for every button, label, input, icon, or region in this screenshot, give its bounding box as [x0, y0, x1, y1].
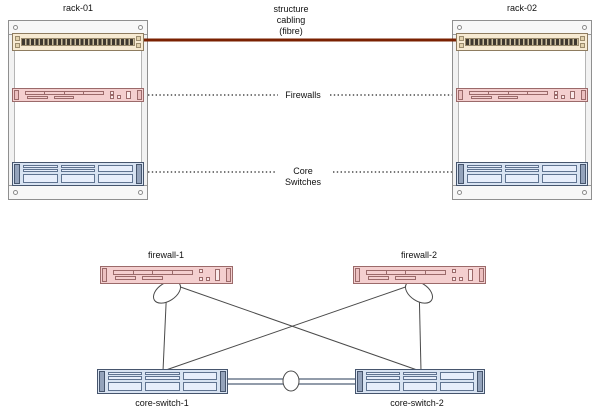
core-switches-label: Core Switches [284, 166, 322, 187]
firewall2-label: firewall-2 [400, 250, 438, 260]
port-icon [554, 95, 559, 100]
vent-slots [471, 95, 519, 100]
firewall-device-rack1 [12, 88, 144, 102]
firewalls-label: Firewalls [285, 90, 321, 100]
mounting-ear [479, 268, 484, 282]
core-switch-device-rack1 [12, 162, 144, 186]
mounting-ear [14, 90, 19, 100]
psu-slot [215, 269, 221, 281]
mounting-ear [226, 268, 231, 282]
vent-slots [115, 275, 163, 281]
vent-slots [365, 269, 446, 275]
firewall1-to-switch2-link [168, 282, 421, 372]
firewall1-node [100, 266, 233, 284]
screw-icon [457, 25, 462, 30]
rack1-label: rack-01 [62, 3, 94, 13]
mounting-ear [357, 371, 363, 392]
screw-icon [582, 25, 587, 30]
screw-icon [13, 25, 18, 30]
mounting-ear [477, 371, 483, 392]
psu-slot [570, 90, 576, 100]
port-icon [452, 276, 457, 281]
bundle-ellipse-trunk [282, 370, 300, 392]
port-icon [199, 269, 204, 274]
port-icon [199, 276, 204, 281]
mounting-ear [580, 164, 586, 184]
switch-port-bays [23, 165, 133, 183]
mounting-ear [581, 90, 586, 100]
vent-slots [468, 91, 548, 95]
psu-slot [468, 269, 474, 281]
port-icon [452, 269, 457, 274]
core-switch2-node [355, 369, 485, 394]
firewall2-node [353, 266, 486, 284]
port-icon [205, 276, 210, 281]
switch1-label: core-switch-1 [135, 398, 189, 408]
mounting-ear [136, 164, 142, 184]
patch-panel-rack1 [12, 33, 144, 51]
core-switch-device-rack2 [456, 162, 588, 186]
mounting-ear [14, 164, 20, 184]
switch2-label: core-switch-2 [390, 398, 444, 408]
mounting-ear [355, 268, 360, 282]
screw-icon [459, 36, 464, 41]
rack-interior [14, 34, 142, 186]
mounting-ear [102, 268, 107, 282]
port-icon [560, 95, 565, 100]
mounting-ear [99, 371, 105, 392]
port-icon [458, 276, 463, 281]
screw-icon [15, 36, 20, 41]
vent-slots [24, 91, 104, 95]
firewall-device-rack2 [456, 88, 588, 102]
switch-port-bays [366, 372, 474, 391]
screw-icon [459, 43, 464, 48]
patch-panel-ports [21, 38, 135, 46]
rack2-label: rack-02 [506, 3, 538, 13]
vent-slots [27, 95, 75, 100]
mounting-ear [220, 371, 226, 392]
screw-icon [138, 25, 143, 30]
firewall2-to-switch1-link [162, 282, 418, 372]
port-icon [554, 90, 559, 95]
screw-icon [138, 190, 143, 195]
mounting-ear [137, 90, 142, 100]
port-icon [116, 95, 121, 100]
switch-port-bays [467, 165, 577, 183]
core-switch1-node [97, 369, 228, 394]
vent-slots [368, 275, 416, 281]
mounting-ear [458, 90, 463, 100]
structure-cabling-label: structure cabling (fibre) [273, 4, 309, 36]
screw-icon [457, 190, 462, 195]
screw-icon [136, 36, 141, 41]
mounting-ear [458, 164, 464, 184]
screw-icon [580, 36, 585, 41]
screw-icon [582, 190, 587, 195]
patch-panel-rack2 [456, 33, 588, 51]
screw-icon [580, 43, 585, 48]
screw-icon [13, 190, 18, 195]
screw-icon [15, 43, 20, 48]
firewall1-label: firewall-1 [147, 250, 185, 260]
switch-port-bays [108, 372, 217, 391]
port-icon [110, 90, 115, 95]
patch-panel-ports [465, 38, 579, 46]
port-icon [110, 95, 115, 100]
vent-slots [112, 269, 193, 275]
rack-interior [458, 34, 586, 186]
psu-slot [126, 90, 132, 100]
screw-icon [136, 43, 141, 48]
